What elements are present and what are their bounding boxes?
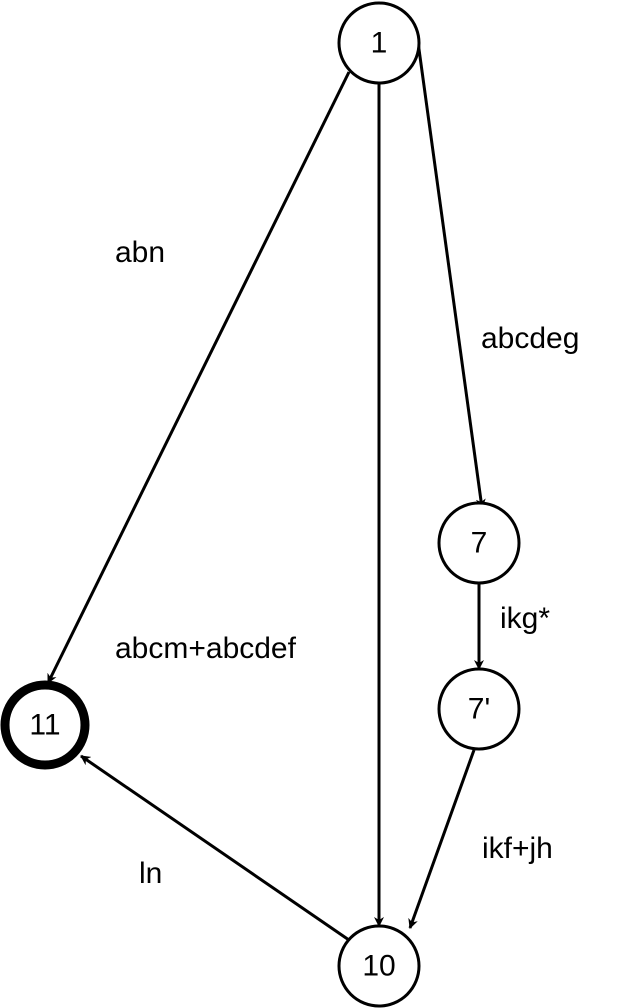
edge-10-to-11 — [80, 754, 350, 942]
edges — [46, 41, 486, 942]
edge-label-ln: ln — [139, 857, 162, 890]
state-node-7-prime: 7' — [437, 667, 521, 751]
final-state-node-11: 11 — [0, 680, 90, 770]
state-node-7: 7 — [437, 501, 521, 585]
state-label: 11 — [29, 709, 60, 742]
state-node-10: 10 — [337, 924, 421, 1008]
edge-7p-to-10 — [408, 749, 476, 929]
state-node-1: 1 — [337, 1, 421, 85]
edge-1-to-7 — [416, 41, 486, 509]
state-label: 7 — [471, 527, 488, 560]
state-label: 1 — [371, 27, 388, 60]
edge-labels: abn abcm+abcdef abcdeg ikg* ikf+jh ln — [115, 236, 579, 890]
edge-label-ikf-jh: ikf+jh — [482, 832, 553, 865]
state-label: 10 — [362, 950, 395, 983]
edge-1-to-11 — [46, 71, 351, 684]
edge-label-ikg-star: ikg* — [500, 602, 550, 635]
nodes: 1 7 7' 10 11 — [0, 1, 521, 1008]
edge-label-abcdeg: abcdeg — [481, 322, 579, 355]
state-label: 7' — [468, 693, 490, 726]
edge-label-abcm-abcdef: abcm+abcdef — [115, 632, 297, 665]
edge-label-abn: abn — [115, 236, 165, 269]
